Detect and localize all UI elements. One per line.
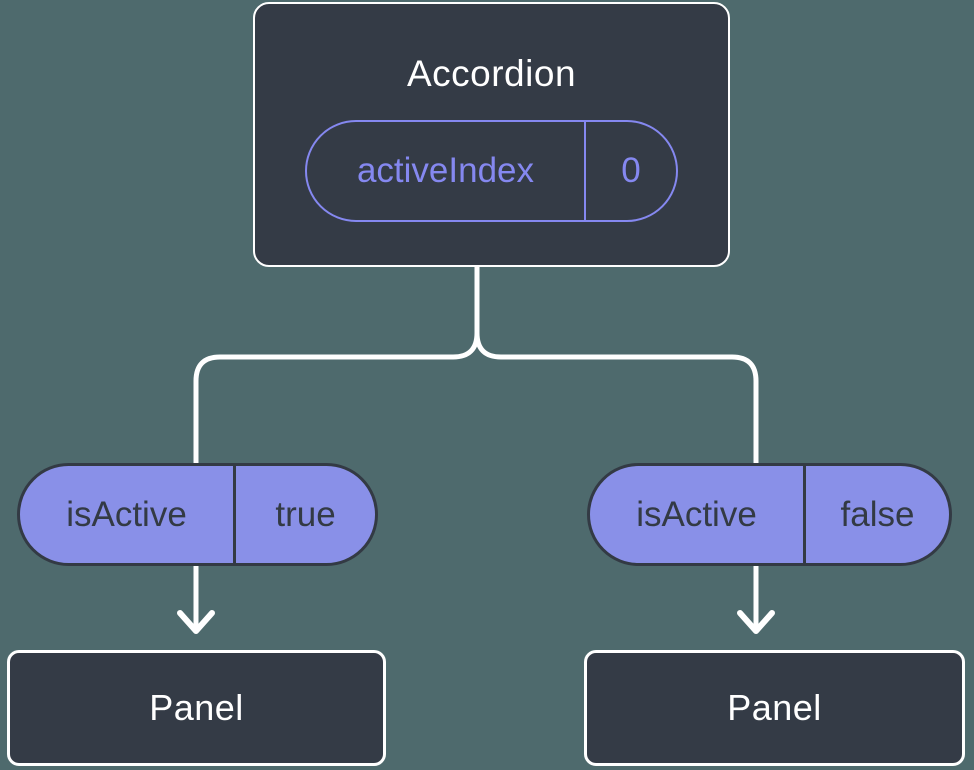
panel-node-left: Panel	[7, 650, 386, 766]
prop-pill-value: true	[275, 494, 336, 534]
state-pill-name: activeIndex	[307, 122, 586, 220]
prop-pill-value: false	[840, 494, 915, 534]
prop-pill-name: isActive	[590, 466, 806, 563]
panel-node-right: Panel	[584, 650, 965, 766]
accordion-node-title: Accordion	[406, 53, 577, 94]
prop-pill-isactive-false: isActive false	[587, 463, 952, 566]
accordion-node: Accordion activeIndex 0	[253, 2, 730, 267]
arrowhead-down-right-icon	[737, 610, 775, 634]
state-pill-activeindex: activeIndex 0	[305, 120, 678, 222]
prop-pill-isactive-true: isActive true	[17, 463, 378, 566]
arrowhead-down-left-icon	[177, 610, 215, 634]
branch-line-right	[474, 250, 759, 632]
panel-node-title: Panel	[727, 687, 822, 728]
state-pill-value: 0	[621, 151, 641, 190]
prop-pill-name: isActive	[20, 466, 236, 563]
panel-node-title: Panel	[149, 687, 244, 728]
branch-line-left	[193, 250, 480, 632]
